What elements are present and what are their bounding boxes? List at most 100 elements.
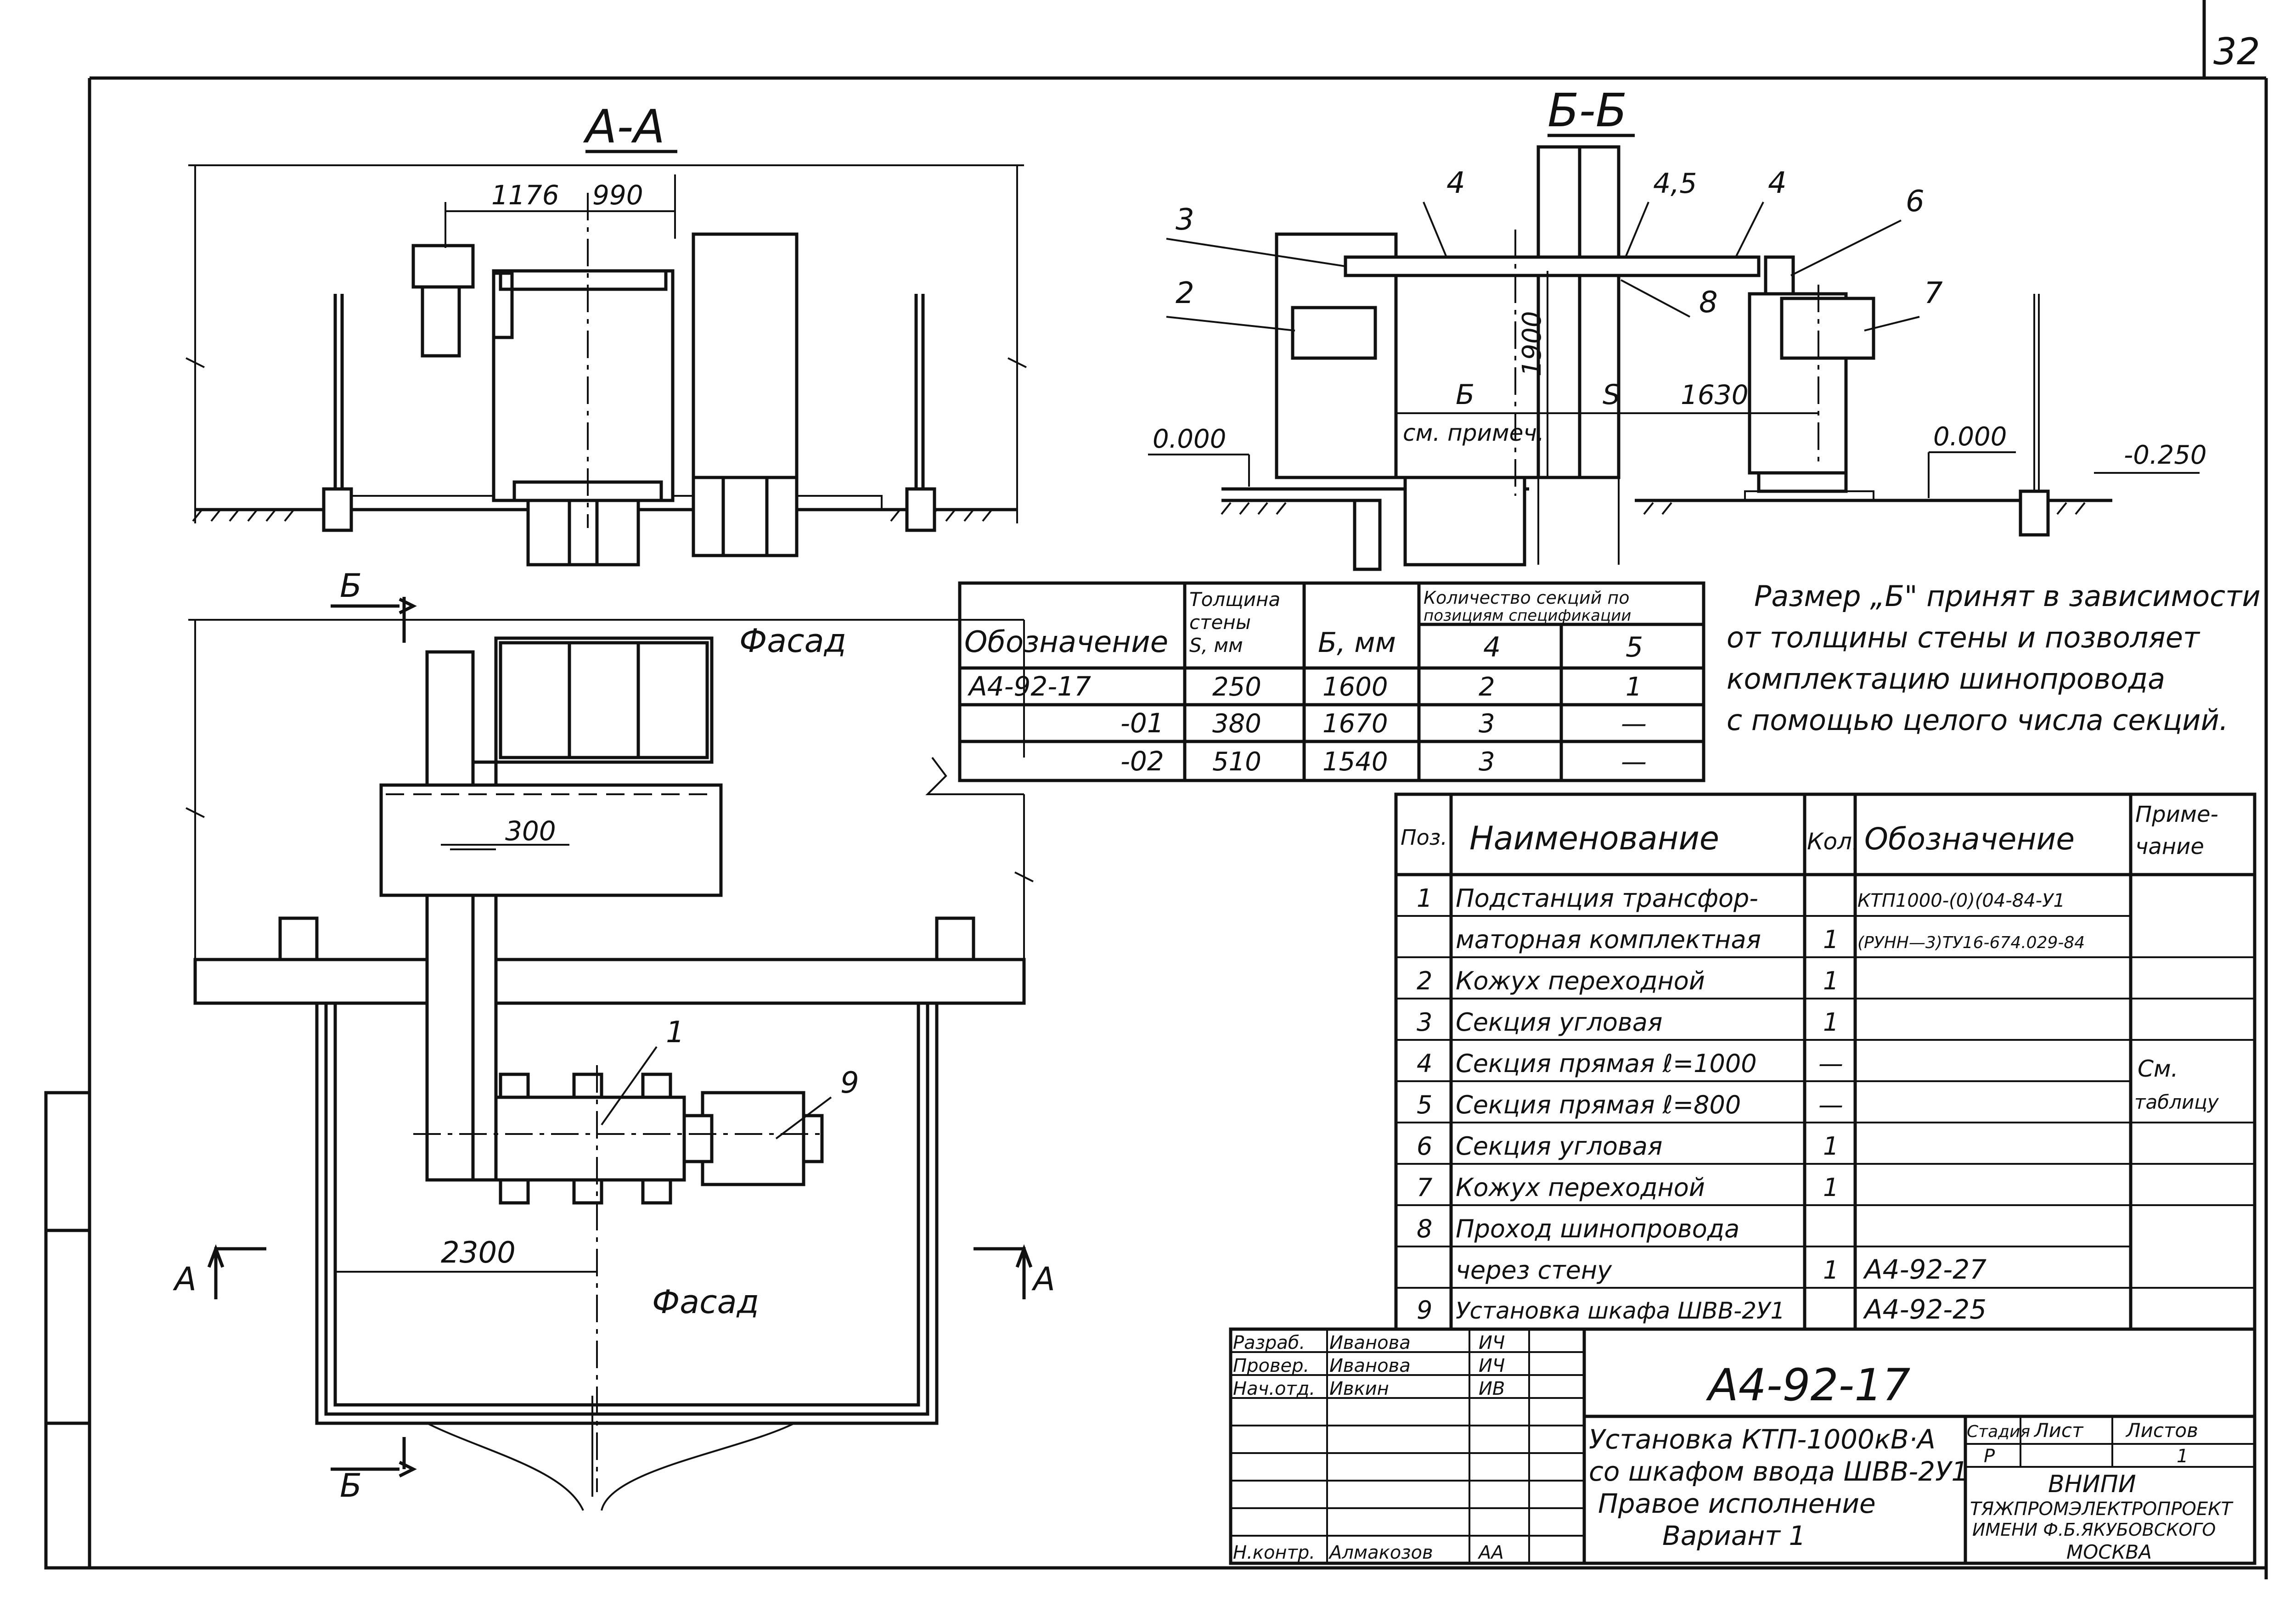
- tb-role-0: Разраб.: [1233, 1332, 1305, 1353]
- level-minus: -0.250: [2124, 440, 2207, 470]
- st-row-10: 9 Установка шкафа ШВВ-2У1 А4-92-25: [1417, 1294, 1986, 1325]
- vt-r1-b: 1670: [1322, 709, 1388, 739]
- callout-45: 4,5: [1653, 168, 1697, 200]
- st-r3-pos: 3: [1417, 1008, 1432, 1037]
- vt-r0-q4: 2: [1479, 672, 1495, 702]
- st-row-1: маторная комплектная 1 (РУНН—3)ТУ16-674.…: [1456, 925, 2085, 954]
- plan-callout-1: 1: [666, 1016, 685, 1050]
- st-r7-qty: 1: [1823, 1173, 1839, 1202]
- vt-r0-q5: 1: [1626, 672, 1642, 702]
- vt-r0-designation: А4-92-17: [967, 671, 1091, 702]
- section-bb-view: Б-Б: [1148, 84, 2207, 571]
- note-line-4: с помощью целого числа секций.: [1727, 703, 2228, 737]
- tb-org-2: ТЯЖПРОМЭЛЕКТРОПРОЕКТ: [1970, 1499, 2234, 1520]
- dim-2300: 2300: [441, 1236, 516, 1270]
- callout-2: 2: [1176, 276, 1194, 310]
- dim-300: 300: [505, 815, 556, 847]
- tb-role-1: Провер.: [1233, 1355, 1309, 1376]
- st-r5-name: Секция прямая ℓ=800: [1456, 1090, 1741, 1119]
- st-h-des: Обозначение: [1864, 821, 2075, 857]
- tb-title-4: Вариант 1: [1662, 1520, 1806, 1551]
- st-r1-name: маторная комплектная: [1456, 925, 1761, 954]
- note-line-3: комплектацию шинопровода: [1727, 662, 2165, 696]
- st-r4-name: Секция прямая ℓ=1000: [1456, 1049, 1757, 1078]
- variants-table: Обозначение Толщина стены S, мм Б, мм Ко…: [958, 581, 1705, 782]
- vt-h-pos4: 4: [1483, 631, 1501, 663]
- vt-r2-q5: —: [1621, 747, 1647, 777]
- plan-callout-9: 9: [840, 1066, 859, 1100]
- st-r2-pos: 2: [1417, 966, 1432, 995]
- st-r8-name: Проход шинопровода: [1456, 1214, 1739, 1243]
- vt-r1-s: 380: [1212, 709, 1261, 739]
- vt-h-thick1: Толщина: [1189, 588, 1280, 611]
- tb-sign-0: ИЧ: [1479, 1332, 1505, 1353]
- tb-sign-3: АА: [1477, 1542, 1504, 1563]
- st-r9-name: через стену: [1456, 1256, 1612, 1285]
- dim-1900: 1900: [1517, 311, 1547, 376]
- vt-r0-s: 250: [1212, 672, 1261, 702]
- st-r5-pos: 5: [1417, 1090, 1432, 1119]
- dim-1176: 1176: [491, 180, 559, 211]
- vt-h-thick3: S, мм: [1189, 634, 1243, 657]
- callout-8: 8: [1699, 286, 1718, 320]
- vt-r2-s: 510: [1212, 747, 1261, 777]
- st-row-9: через стену 1 А4-92-27: [1456, 1254, 1986, 1285]
- tb-org-3: ИМЕНИ Ф.Б.ЯКУБОВСКОГО: [1972, 1520, 2216, 1540]
- vt-h-qty1: Количество секций по: [1424, 588, 1629, 608]
- vt-h-qty2: позициям спецификации: [1424, 606, 1631, 625]
- tb-stage-value: Р: [1984, 1446, 1995, 1467]
- dim-990: 990: [592, 180, 643, 211]
- tb-name-2: Ивкин: [1329, 1378, 1389, 1399]
- st-row-4: 4 Секция прямая ℓ=1000 — См.: [1417, 1049, 2178, 1082]
- vt-h-designation: Обозначение: [964, 625, 1168, 659]
- tb-stage-label: Стадия: [1967, 1422, 2030, 1441]
- section-aa-title: А-А: [583, 100, 665, 153]
- note-line-2: от толщины стены и позволяет: [1727, 621, 2200, 654]
- st-r7-pos: 7: [1417, 1173, 1432, 1202]
- tb-org-1: ВНИПИ: [2048, 1471, 2136, 1498]
- st-r2-qty: 1: [1823, 966, 1839, 995]
- st-row-6: 6 Секция угловая 1: [1417, 1132, 1839, 1161]
- st-row-5: 5 Секция прямая ℓ=800 — таблицу: [1417, 1090, 2219, 1119]
- cut-b-top: Б: [340, 567, 362, 605]
- vt-r1-q4: 3: [1479, 709, 1495, 739]
- sheet-frame: 32: [44, 0, 2268, 1579]
- st-r0-pos: 1: [1417, 884, 1432, 913]
- st-r6-name: Секция угловая: [1456, 1132, 1662, 1161]
- st-r1-qty: 1: [1823, 925, 1839, 954]
- tb-sheets-value: 1: [2177, 1446, 2188, 1467]
- vt-h-thick2: стены: [1189, 611, 1251, 634]
- callout-3: 3: [1176, 203, 1194, 237]
- st-r10-name: Установка шкафа ШВВ-2У1: [1456, 1297, 1785, 1324]
- tb-name-1: Иванова: [1329, 1355, 1411, 1376]
- sheet-number: 32: [2213, 30, 2260, 73]
- tb-name-3: Алмакозов: [1328, 1542, 1433, 1563]
- tb-sign-2: ИВ: [1479, 1378, 1505, 1399]
- st-r2-name: Кожух переходной: [1456, 966, 1705, 995]
- title-block: Разраб. Иванова ИЧ Провер. Иванова ИЧ На…: [1229, 1327, 2257, 1565]
- callout-7: 7: [1924, 276, 1943, 310]
- tb-sheets-label: Листов: [2125, 1419, 2198, 1442]
- note-block: Размер „Б" принят в зависимости от толщи…: [1727, 579, 2261, 737]
- dim-s: S: [1603, 379, 1620, 411]
- cut-a-left: А: [173, 1260, 197, 1298]
- tb-role-3: Н.контр.: [1233, 1542, 1315, 1563]
- cut-b-bottom: Б: [340, 1467, 362, 1505]
- tb-sign-1: ИЧ: [1479, 1355, 1505, 1376]
- callout-4a: 4: [1446, 166, 1465, 200]
- st-r4-note: См.: [2138, 1055, 2178, 1082]
- vt-r2-q4: 3: [1479, 747, 1495, 777]
- section-aa-view: А-А: [186, 100, 1027, 567]
- st-r10-pos: 9: [1417, 1296, 1432, 1325]
- st-r9-des: А4-92-27: [1863, 1254, 1986, 1285]
- st-h-qty: Кол.: [1807, 828, 1859, 855]
- st-r6-pos: 6: [1417, 1132, 1432, 1161]
- st-row-0: 1 Подстанция трансфор- КТП1000-(0)(04-84…: [1417, 884, 2065, 913]
- st-r7-name: Кожух переходной: [1456, 1173, 1705, 1202]
- st-r0-name: Подстанция трансфор-: [1456, 884, 1758, 913]
- vt-r1-q5: —: [1621, 709, 1647, 739]
- st-r9-qty: 1: [1823, 1256, 1839, 1285]
- vt-r2-designation: -02: [1120, 746, 1164, 777]
- plan-view: 300 2300 Фасад Фасад 1 9 Б Б А А: [173, 567, 1055, 1511]
